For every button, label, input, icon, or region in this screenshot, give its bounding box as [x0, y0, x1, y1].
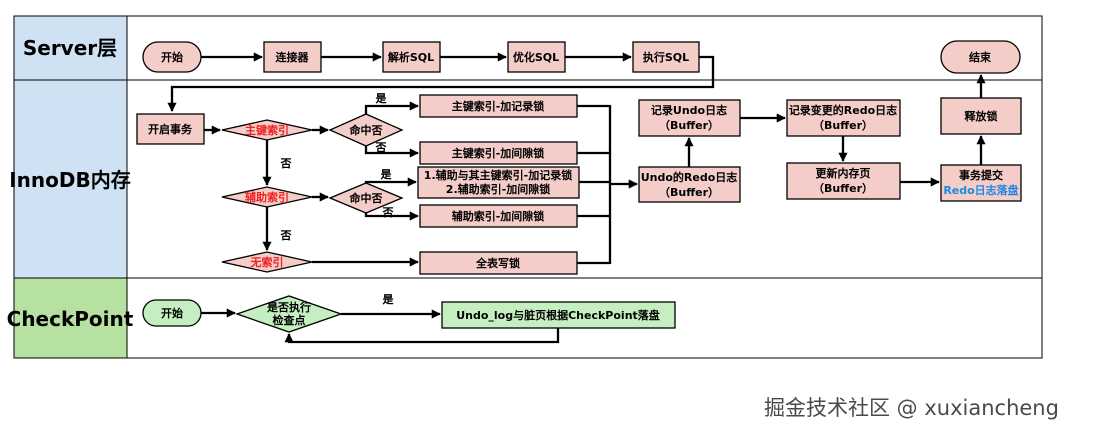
no-index-label: 无索引 — [250, 255, 284, 269]
innodb-lane-label: InnoDB内存 — [9, 168, 131, 192]
change-redo-box — [786, 99, 901, 137]
execute-sql-label: 执行SQL — [643, 50, 689, 64]
arrow-cp-flush-loop — [284, 328, 560, 344]
parse-sql-label: 解析SQL — [388, 50, 434, 64]
begin-tx-label: 开启事务 — [148, 122, 193, 136]
checkpoint-lane-label: CheckPoint — [7, 307, 134, 331]
optimize-sql-box — [507, 41, 566, 73]
hit1-yes-label: 是 — [375, 92, 388, 105]
start-node-label: 开始 — [161, 50, 183, 64]
arrow-execute-begin-tx — [167, 55, 715, 112]
table-lock-label: 全表写锁 — [475, 256, 520, 270]
server-lane-label: Server层 — [23, 36, 117, 60]
sec-record-lock-line2: 2.辅助索引-加间隙锁 — [446, 182, 550, 196]
cp-check-line2: 检查点 — [273, 313, 306, 327]
undo-log-line1: 记录Undo日志 — [651, 103, 727, 117]
arrow-hit1-yes — [364, 101, 419, 114]
primary-index-label: 主键索引 — [245, 123, 289, 137]
end-node-label: 结束 — [968, 50, 992, 64]
commit-line2: Redo日志落盘 — [943, 183, 1018, 197]
change-redo-line2: （Buffer） — [813, 119, 873, 132]
undo-log-line2: （Buffer） — [659, 119, 719, 132]
innodb-lane-label-bg — [13, 79, 128, 279]
arrow-hit2-no — [364, 211, 419, 221]
hit2-yes-label: 是 — [380, 168, 393, 181]
server-lane-label-bg — [13, 15, 128, 81]
update-page-line1: 更新内存页 — [816, 166, 871, 180]
sec-gap-lock-label: 辅助索引-加间隙锁 — [452, 209, 545, 223]
innodb-lane — [126, 79, 1043, 279]
release-lock-box — [940, 97, 1022, 135]
checkpoint-lane-label-bg — [13, 277, 128, 359]
execute-sql-box — [632, 41, 700, 73]
pk-gap-lock-label: 主键索引-加间隙锁 — [452, 146, 545, 160]
hit2-no-label: 否 — [382, 206, 394, 219]
cp-start-label: 开始 — [161, 306, 183, 320]
sec-record-lock-box — [417, 166, 580, 199]
connector-label: 连接器 — [276, 50, 310, 64]
hit-diamond-2 — [328, 182, 404, 214]
release-lock-label: 释放锁 — [965, 109, 998, 123]
update-page-line2: （Buffer） — [813, 182, 873, 195]
cp-check-line1: 是否执行 — [266, 300, 311, 314]
arrow-hit1-no — [364, 146, 419, 158]
connector-box — [263, 41, 322, 73]
undo-redo-line1: Undo的Redo日志 — [641, 170, 738, 184]
secondary-no-label: 否 — [280, 229, 292, 242]
undo-redo-line2: （Buffer） — [659, 186, 719, 199]
optimize-sql-label: 优化SQL — [513, 50, 559, 64]
cp-flush-label: Undo_log与脏页根据CheckPoint落盘 — [456, 308, 660, 322]
commit-line1: 事务提交 — [959, 168, 1003, 182]
hit1-no-label: 否 — [375, 141, 387, 154]
sec-record-lock-line1: 1.辅助与其主键索引-加记录锁 — [424, 168, 572, 182]
end-node — [940, 40, 1021, 74]
primary-no-label: 否 — [280, 157, 292, 170]
arrow-hit2-yes — [364, 177, 417, 187]
watermark: 掘金技术社区 @ xuxiancheng — [764, 396, 1059, 420]
pk-record-lock-label: 主键索引-加记录锁 — [452, 99, 545, 113]
hit-diamond-1 — [328, 113, 404, 147]
hit-diamond-2-label: 命中否 — [349, 191, 383, 205]
cp-yes-label: 是 — [382, 293, 395, 306]
secondary-index-label: 辅助索引 — [245, 190, 289, 204]
change-redo-line1: 记录变更的Redo日志 — [789, 103, 897, 117]
hit-diamond-1-label: 命中否 — [349, 123, 383, 137]
